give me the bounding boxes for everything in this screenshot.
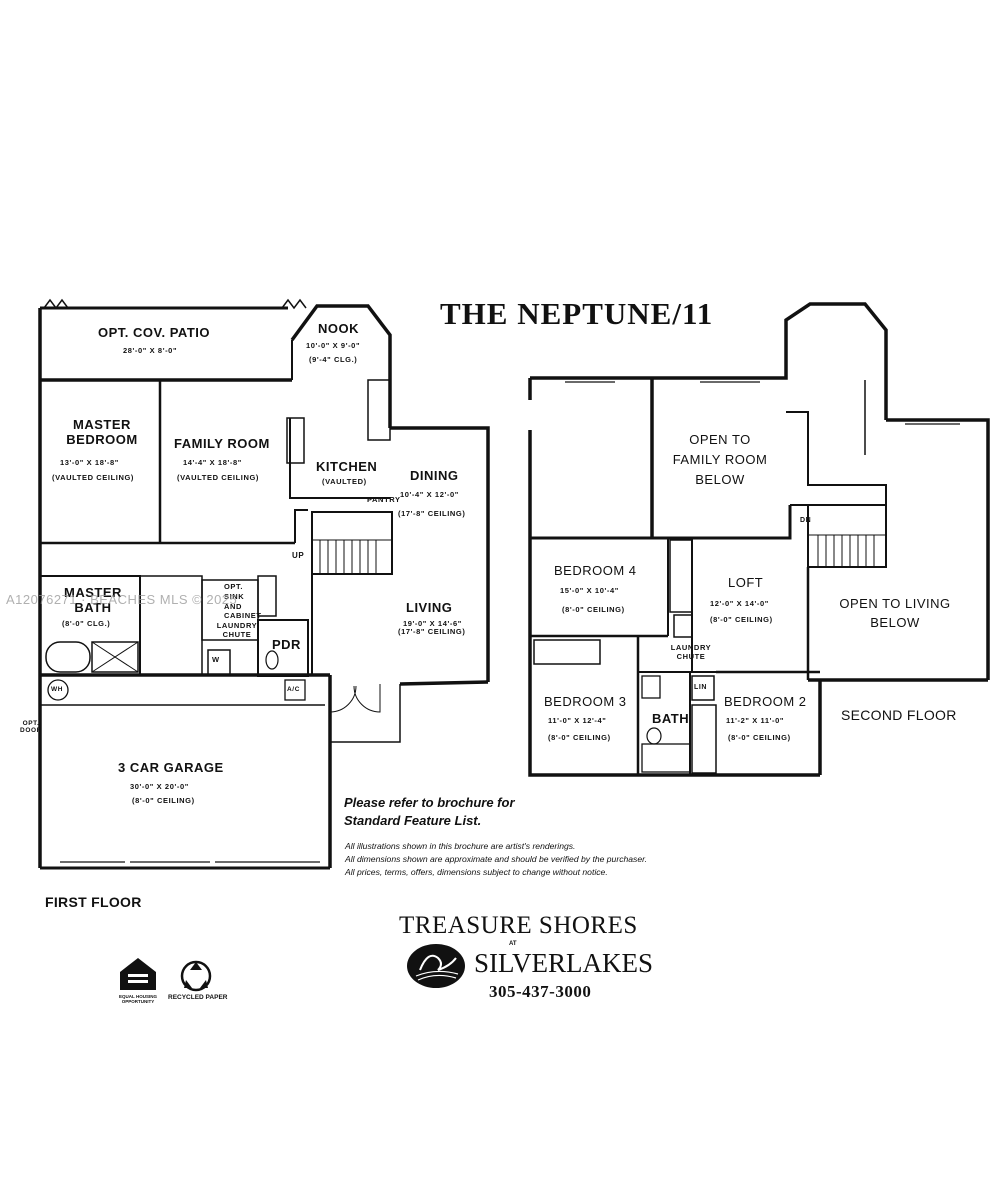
equal-housing-caption: EQUAL HOUSING OPPORTUNITY [119,994,157,1004]
room-bedroom2-dim: 11'-2" X 11'-0" [726,716,785,725]
equal-housing-icon [120,958,156,990]
room-loft-dim: 12'-0" X 14'-0" [710,599,769,608]
washer-label: W [212,655,220,664]
brand-phone: 305-437-3000 [489,982,592,1001]
room-living-note: (17'-8" CEILING) [398,627,466,636]
room-nook-dim: 10'-0" X 9'-0" [306,341,361,350]
room-bedroom4-name: BEDROOM 4 [554,563,637,578]
room-master-bedroom-dim: 13'-0" X 18'-8" [60,458,119,467]
room-dining-dim: 10'-4" X 12'-0" [400,490,459,499]
recycled-caption: RECYCLED PAPER [168,994,228,1001]
room-loft-note: (8'-0" CEILING) [710,615,773,624]
room-garage-note: (8'-0" CEILING) [132,796,195,805]
room-master-bath-name: MASTER BATH [64,585,122,615]
room-family-dim: 14'-4" X 18'-8" [183,458,242,467]
room-powder-name: PDR [272,637,301,652]
room-bedroom4-dim: 15'-0" X 10'-4" [560,586,619,595]
first-floor-walls [38,298,490,870]
room-kitchen-name: KITCHEN [316,459,378,474]
room-master-bedroom-note: (VAULTED CEILING) [52,473,134,482]
water-heater-label: WH [51,686,64,693]
room-garage-name: 3 CAR GARAGE [118,760,224,775]
laundry-chute-upper-label: LAUNDRY CHUTE [670,643,712,661]
room-bedroom2-name: BEDROOM 2 [724,694,807,709]
opt-door-label: OPT. DOOR [20,720,42,735]
stair-dn-label: DN [800,517,812,524]
room-bath-name: BATH [652,711,690,726]
room-bedroom3-name: BEDROOM 3 [544,694,627,709]
room-nook-name: NOOK [318,321,359,336]
room-dining-name: DINING [410,468,459,483]
room-nook-note: (9'-4" CLG.) [309,355,358,364]
recycle-icon [180,960,212,992]
disclaimer: All illustrations shown in this brochure… [345,840,647,879]
room-dining-note: (17'-8" CEILING) [398,509,466,518]
second-floor-walls [528,302,990,777]
open-family-label: OPEN TO FAMILY ROOM BELOW [672,432,768,487]
brand-community: SILVERLAKES [474,948,654,978]
silverlakes-swan-logo [407,944,465,988]
plan-title: THE NEPTUNE/11 [440,296,714,331]
room-loft-name: LOFT [728,575,764,590]
first-floor-label: FIRST FLOOR [45,894,142,910]
room-family-name: FAMILY ROOM [174,436,270,451]
room-master-bedroom-name: MASTER BEDROOM [66,417,138,447]
room-patio-dim: 28'-0" X 8'-0" [123,346,178,355]
room-family-note: (VAULTED CEILING) [177,473,259,482]
brochure-note-line1: Please refer to brochure for [344,795,515,810]
room-master-bath-note: (8'-0" CLG.) [62,619,111,628]
room-living-dim: 19'-0" X 14'-6" [403,619,462,628]
disclaimer-line1: All illustrations shown in this brochure… [345,841,576,851]
second-floor-label: SECOND FLOOR [841,707,957,723]
laundry-chute-label: LAUNDRY CHUTE [216,621,258,639]
open-living-label: OPEN TO LIVING BELOW [839,596,951,630]
brochure-note: Please refer to brochure for Standard Fe… [344,794,515,830]
linen-label: LIN [694,684,708,691]
ac-label: A/C [287,686,300,693]
disclaimer-line2: All dimensions shown are approximate and… [345,854,648,864]
room-living-name: LIVING [406,600,453,615]
room-bedroom4-note: (8'-0" CEILING) [562,605,625,614]
room-patio-name: OPT. COV. PATIO [98,325,211,340]
brand-name: TREASURE SHORES [399,912,638,939]
room-kitchen-note: (VAULTED) [322,477,367,486]
room-pantry-name: PANTRY [367,495,401,504]
room-garage-dim: 30'-0" X 20'-0" [130,782,189,791]
stair-up-label: UP [292,551,305,560]
room-bedroom3-dim: 11'-0" X 12'-4" [548,716,607,725]
room-bedroom2-note: (8'-0" CEILING) [728,733,791,742]
laundry-opt-sink-label: OPT. SINK AND CABINET [224,582,262,621]
watermark: A12076271 · BEACHES MLS © 2025 [6,592,238,607]
room-bedroom3-note: (8'-0" CEILING) [548,733,611,742]
disclaimer-line3: All prices, terms, offers, dimensions su… [345,867,608,877]
brochure-note-line2: Standard Feature List. [344,813,482,828]
brand-at: AT [509,941,517,947]
